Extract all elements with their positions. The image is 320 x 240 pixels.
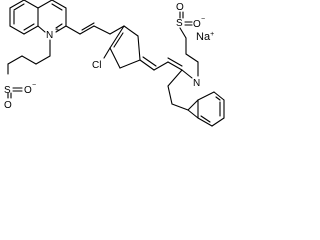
quinolinium-ring (9, 0, 67, 35)
nitrogen-bottom-label: N (193, 78, 200, 89)
sodium-counter-ion: Na+ (196, 31, 214, 43)
sodium-element: Na (196, 31, 211, 43)
cyclopentene-ring (109, 25, 141, 69)
chemical-structure: N + S O O − Cl (4, 0, 225, 127)
exocyclic-linker (139, 56, 183, 71)
oxygen-right-top-label: O (176, 2, 184, 13)
oxygen-right-charge: − (201, 16, 205, 23)
oxygen-left-charge: − (32, 82, 36, 89)
sulfur-left-label: S (4, 85, 11, 96)
oxygen-left-side-label: O (24, 85, 32, 96)
sodium-charge: + (210, 31, 214, 38)
nitrogen-top-charge: + (55, 27, 59, 34)
dihydroquinoline-ring (167, 69, 225, 127)
oxygen-left-bottom-label: O (4, 100, 12, 111)
oxygen-right-side-label: O (193, 19, 201, 30)
left-sulfobutyl-chain (7, 39, 51, 99)
sulfur-right-label: S (176, 18, 183, 29)
carbon-chlorine-bond (103, 47, 111, 59)
chlorine-label: Cl (92, 60, 101, 71)
right-sulfobutyl-chain (179, 11, 199, 77)
nitrogen-top-label: N (46, 30, 53, 41)
vinyl-linker-top (65, 22, 125, 35)
